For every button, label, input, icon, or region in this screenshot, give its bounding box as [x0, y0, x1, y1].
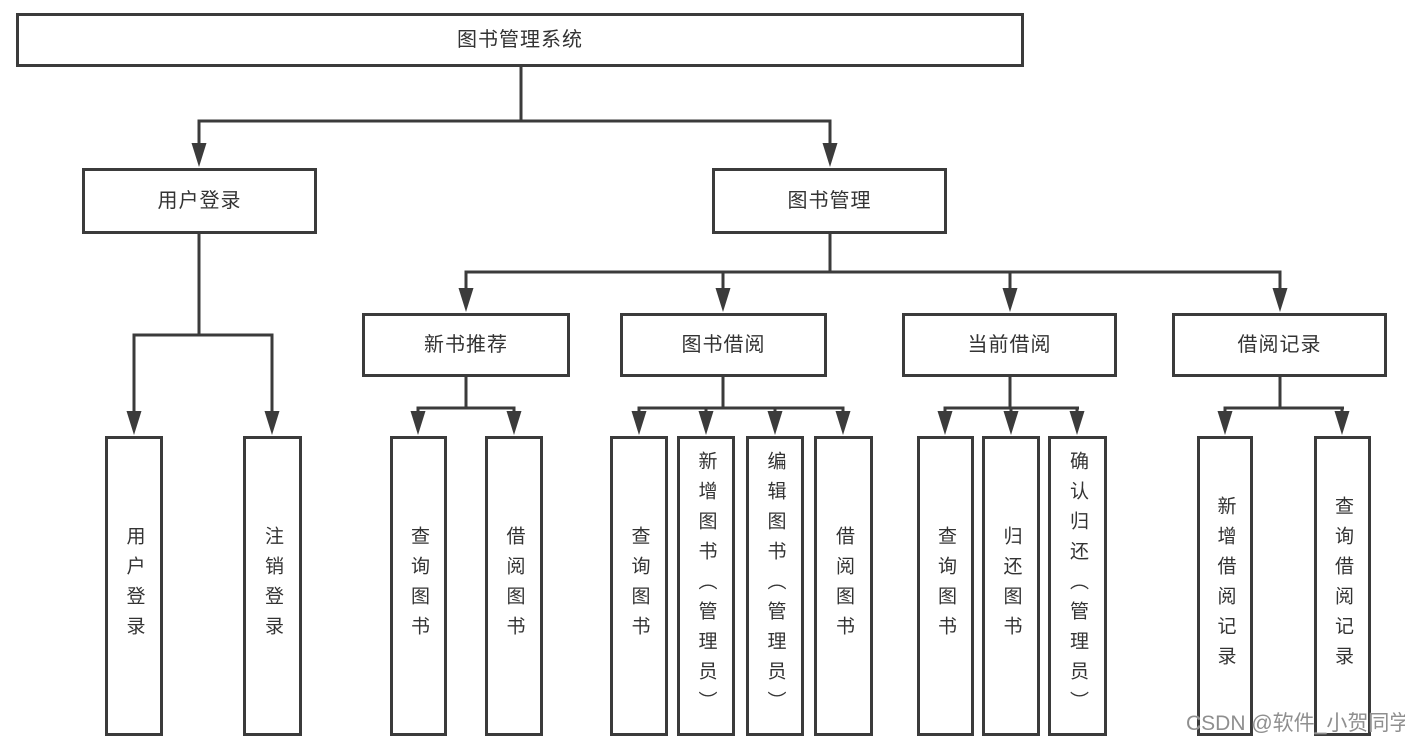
- leaf-query-books-recommend: 查询图书: [390, 436, 447, 736]
- leaf-borrow-books-borrowing-label: 借阅图书: [833, 526, 854, 646]
- csdn-watermark: CSDN @软件_小贺同学: [1186, 712, 1405, 735]
- leaf-add-books-admin-label: 新增图书（管理员）: [695, 451, 717, 721]
- node-user-login-module: 用户登录: [82, 168, 317, 234]
- leaf-user-login: 用户登录: [105, 436, 163, 736]
- leaf-query-books-borrowing-label: 查询图书: [628, 526, 650, 646]
- leaf-confirm-return-admin: 确认归还（管理员）: [1048, 436, 1107, 736]
- leaf-query-borrow-record: 查询借阅记录: [1314, 436, 1371, 736]
- leaf-query-books-recommend-label: 查询图书: [408, 526, 429, 646]
- leaf-logout-label: 注销登录: [262, 526, 283, 646]
- node-borrowing-records-label: 借阅记录: [1237, 334, 1322, 356]
- leaf-add-borrow-record: 新增借阅记录: [1197, 436, 1253, 736]
- node-user-login-module-label: 用户登录: [157, 190, 242, 212]
- leaf-borrow-books-recommend-label: 借阅图书: [503, 526, 525, 646]
- leaf-user-login-label: 用户登录: [123, 526, 145, 646]
- leaf-add-books-admin: 新增图书（管理员）: [677, 436, 735, 736]
- node-new-book-recommend-label: 新书推荐: [424, 334, 508, 356]
- leaf-query-books-borrowing: 查询图书: [610, 436, 668, 736]
- node-library-system-label: 图书管理系统: [457, 29, 583, 51]
- leaf-return-books: 归还图书: [982, 436, 1040, 736]
- leaf-borrow-books-borrowing: 借阅图书: [814, 436, 873, 736]
- leaf-edit-books-admin: 编辑图书（管理员）: [746, 436, 804, 736]
- leaf-query-books-current: 查询图书: [917, 436, 974, 736]
- leaf-edit-books-admin-label: 编辑图书（管理员）: [764, 451, 786, 721]
- leaf-add-borrow-record-label: 新增借阅记录: [1214, 496, 1236, 676]
- leaf-confirm-return-admin-label: 确认归还（管理员）: [1067, 451, 1088, 721]
- leaf-return-books-label: 归还图书: [1000, 526, 1022, 646]
- node-book-borrowing-label: 图书借阅: [681, 334, 766, 356]
- leaf-logout: 注销登录: [243, 436, 302, 736]
- node-book-management-module: 图书管理: [712, 168, 947, 234]
- node-book-borrowing: 图书借阅: [620, 313, 827, 377]
- leaf-query-borrow-record-label: 查询借阅记录: [1332, 496, 1353, 676]
- leaf-query-books-current-label: 查询图书: [935, 526, 956, 646]
- leaf-borrow-books-recommend: 借阅图书: [485, 436, 543, 736]
- node-current-borrowing-label: 当前借阅: [967, 334, 1052, 356]
- node-book-management-module-label: 图书管理: [787, 190, 872, 212]
- node-library-system: 图书管理系统: [16, 13, 1024, 67]
- node-new-book-recommend: 新书推荐: [362, 313, 570, 377]
- node-borrowing-records: 借阅记录: [1172, 313, 1387, 377]
- node-current-borrowing: 当前借阅: [902, 313, 1117, 377]
